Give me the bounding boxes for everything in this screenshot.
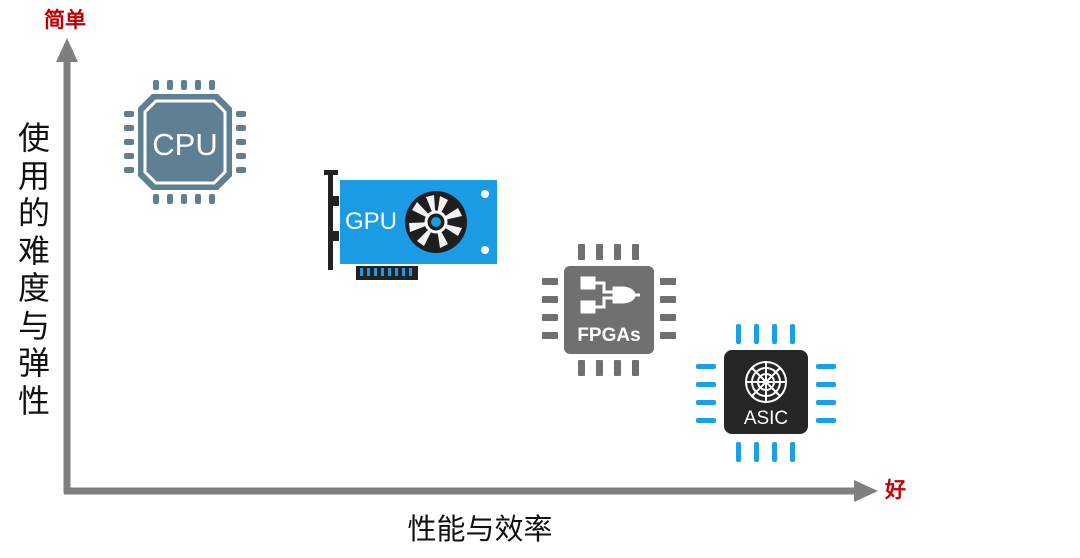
y-axis-title-char: 使 bbox=[17, 119, 50, 157]
gpu-label: GPU bbox=[344, 208, 397, 235]
y-axis-title-char: 弹 bbox=[17, 344, 50, 382]
fpga-label: FPGAs bbox=[577, 325, 641, 346]
x-axis-arrowhead bbox=[854, 480, 878, 502]
y-axis-title-char: 与 bbox=[17, 306, 50, 345]
y-axis-title-char: 的 bbox=[17, 194, 50, 232]
y-axis-title-char: 度 bbox=[17, 269, 50, 307]
asic-chip: ASIC bbox=[694, 320, 838, 466]
asic-chip-icon bbox=[696, 324, 836, 462]
asic-label: ASIC bbox=[743, 408, 789, 429]
y-axis-title: 使 用 的 难 度 与 弹 性 bbox=[14, 119, 54, 420]
y-axis-title-char: 难 bbox=[17, 231, 50, 270]
x-axis-end-label: 好 bbox=[885, 478, 906, 502]
gpu-card: GPU bbox=[322, 166, 500, 282]
x-axis-title: 性能与效率 bbox=[407, 512, 553, 546]
cpu-label: CPU bbox=[152, 127, 218, 162]
fpga-chip-icon bbox=[542, 244, 676, 376]
y-axis-title-char: 用 bbox=[17, 156, 50, 195]
y-axis-top-label: 简单 bbox=[44, 8, 86, 32]
cpu-chip: CPU bbox=[120, 78, 250, 206]
y-axis-arrowhead bbox=[56, 38, 78, 62]
fpga-chip: FPGAs bbox=[540, 240, 678, 380]
cpu-chip-icon bbox=[124, 80, 246, 204]
gpu-card-icon bbox=[324, 170, 497, 280]
y-axis-title-char: 性 bbox=[17, 381, 50, 420]
